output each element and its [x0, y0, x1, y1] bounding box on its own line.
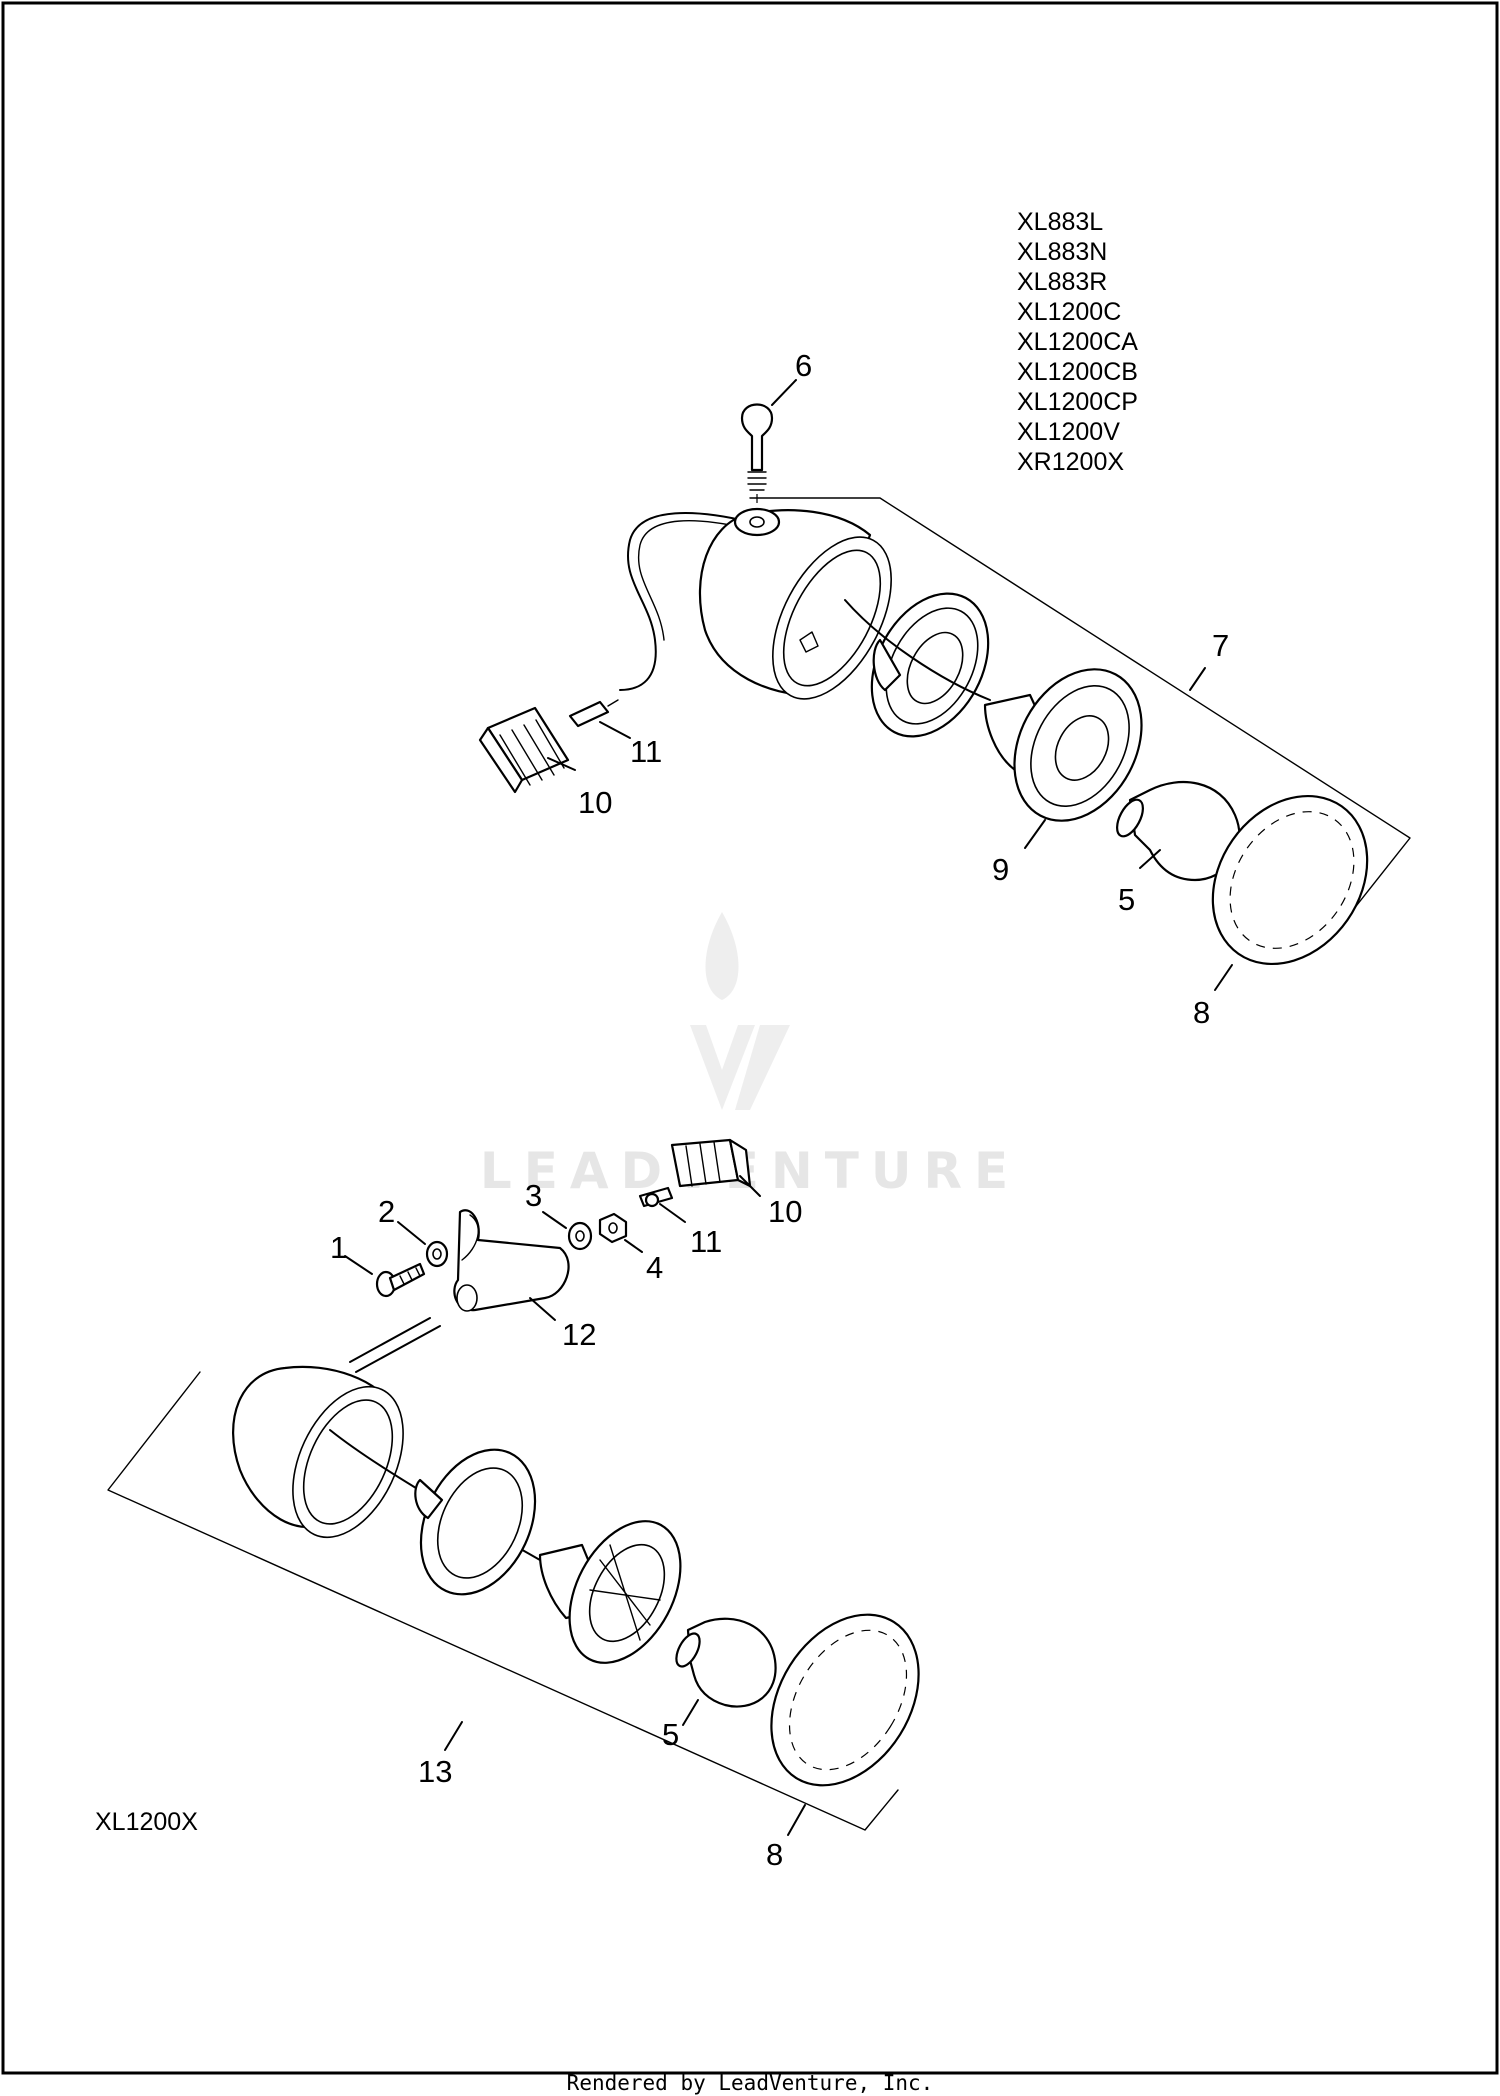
assembly-13-bracket — [107, 1371, 899, 1831]
leader-line — [659, 1203, 686, 1223]
callout-number: 8 — [766, 1837, 783, 1872]
footer-credit: Rendered by LeadVenture, Inc. — [567, 2071, 934, 2095]
callout-number: 5 — [1118, 882, 1135, 917]
callout-number: 3 — [525, 1178, 542, 1213]
callout-number: 13 — [418, 1754, 452, 1789]
model-label: XL883N — [1017, 238, 1107, 266]
leader-line — [397, 1221, 426, 1245]
lens-8-icon — [770, 1613, 920, 1787]
callout-number: 10 — [578, 785, 612, 820]
model-label: XR1200X — [1017, 448, 1124, 476]
callout-number: 10 — [768, 1194, 802, 1229]
model-label: XL883R — [1017, 268, 1107, 296]
screw-1-icon — [375, 1262, 426, 1298]
connector-10-icon — [478, 706, 570, 794]
model-label: XL1200C — [1017, 298, 1121, 326]
nut-4-icon — [598, 1212, 628, 1244]
leader-line — [787, 1804, 806, 1836]
gasket-ring-icon — [414, 1448, 537, 1596]
terminal-11-icon — [638, 1186, 674, 1208]
callout-number: 2 — [378, 1194, 395, 1229]
model-label: XL1200V — [1017, 418, 1120, 446]
socket-bottom-icon — [538, 1520, 682, 1664]
model-label: XL1200CP — [1017, 388, 1138, 416]
socket-wire-icon — [844, 599, 991, 701]
leader-line — [542, 1211, 567, 1229]
leader-line — [1189, 667, 1206, 691]
washer-2-icon — [425, 1240, 449, 1268]
bulb-5-icon — [1116, 780, 1241, 882]
washer-3-icon — [567, 1221, 593, 1251]
gasket-ring-icon — [870, 592, 990, 738]
model-label-bottom: XL1200X — [95, 1808, 198, 1836]
leader-line — [547, 757, 576, 771]
socket-9-icon — [983, 668, 1143, 822]
callout-number: 8 — [1193, 995, 1210, 1030]
leader-line — [1214, 964, 1233, 991]
wire-top-icon — [637, 520, 746, 641]
callout-number: 11 — [690, 1224, 722, 1259]
leader-line — [1139, 849, 1161, 869]
leader-line — [739, 1175, 761, 1197]
leader-line — [529, 1297, 556, 1321]
housing-7-icon — [698, 507, 892, 700]
model-label: XL1200CA — [1017, 328, 1138, 356]
callout-number: 12 — [562, 1317, 596, 1352]
callout-number: 7 — [1212, 628, 1229, 663]
watermark-brand: LEADVENTURE — [480, 1142, 1020, 1200]
bulb-5-icon — [675, 1617, 777, 1708]
callout-number: 4 — [646, 1250, 663, 1285]
callout-number: 11 — [630, 734, 662, 769]
model-label: XL883L — [1017, 208, 1103, 236]
leader-line — [1024, 819, 1046, 849]
leader-line — [771, 379, 797, 406]
assembly-7-bracket — [749, 497, 1411, 911]
watermark-logo-icon — [690, 912, 790, 1110]
model-label: XL1200CB — [1017, 358, 1138, 386]
leader-line — [344, 1255, 373, 1275]
leader-line — [444, 1721, 463, 1751]
callout-number: 5 — [662, 1717, 679, 1752]
wire-top-icon — [619, 512, 751, 691]
connector-10-icon — [670, 1138, 752, 1188]
housing-13-icon — [232, 1365, 404, 1539]
lens-8-icon — [1211, 794, 1369, 966]
leader-line — [624, 1239, 643, 1253]
stud-6-icon — [740, 403, 774, 520]
model-list-top: XL883L XL883N XL883R XL1200C XL1200CA XL… — [1017, 208, 1138, 476]
callout-number: 1 — [330, 1230, 347, 1265]
callout-number: 9 — [992, 852, 1009, 887]
callout-number: 6 — [795, 348, 812, 383]
wire-bottom-icon — [355, 1325, 441, 1373]
mount-12-icon — [453, 1209, 570, 1312]
terminal-11-icon — [568, 699, 619, 728]
leader-line — [682, 1699, 699, 1726]
wire-bottom-icon — [349, 1317, 431, 1363]
leader-line — [599, 721, 631, 739]
